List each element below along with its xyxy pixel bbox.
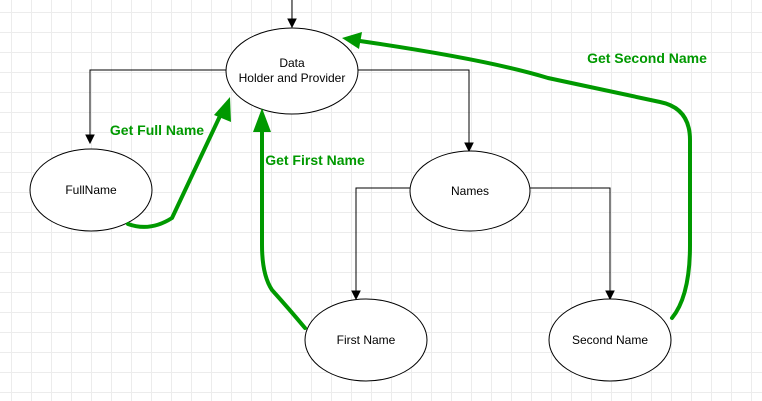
node-fullname-label: FullName — [65, 183, 117, 197]
flow-get-full-name-label: Get Full Name — [110, 122, 204, 138]
edges — [85, 0, 615, 301]
node-second-name-label: Second Name — [572, 333, 648, 347]
node-data-provider[interactable]: Data Holder and Provider — [225, 27, 359, 115]
edge-incoming-to-data-provider — [287, 0, 297, 29]
edge-data-provider-to-fullname — [85, 69, 227, 145]
node-first-name-label: First Name — [337, 333, 396, 347]
edge-data-provider-to-names — [357, 69, 474, 153]
flow-get-full-name-line — [126, 114, 222, 229]
node-names[interactable]: Names — [409, 150, 531, 232]
node-second-name[interactable]: Second Name — [548, 298, 672, 382]
flow-get-first-name-arrowhead — [253, 108, 271, 132]
flow-get-full-name — [126, 97, 231, 229]
flow-get-second-name — [342, 32, 692, 320]
flow-get-second-name-arrowhead — [342, 32, 362, 49]
node-data-provider-label-line2: Holder and Provider — [239, 71, 346, 85]
flow-get-first-name-label: Get First Name — [265, 152, 365, 168]
edge-names-to-second-name — [527, 187, 615, 301]
node-first-name[interactable]: First Name — [304, 298, 428, 382]
flow-get-first-name — [253, 108, 307, 330]
node-fullname[interactable]: FullName — [29, 148, 153, 232]
node-data-provider-label-line1: Data — [279, 56, 305, 70]
node-names-label: Names — [451, 184, 489, 198]
flow-get-first-name-line — [260, 126, 307, 330]
flow-get-second-name-line — [358, 39, 692, 320]
flow-get-second-name-label: Get Second Name — [587, 50, 707, 66]
flow-get-full-name-arrowhead — [214, 97, 231, 122]
edge-names-to-first-name — [351, 187, 411, 301]
